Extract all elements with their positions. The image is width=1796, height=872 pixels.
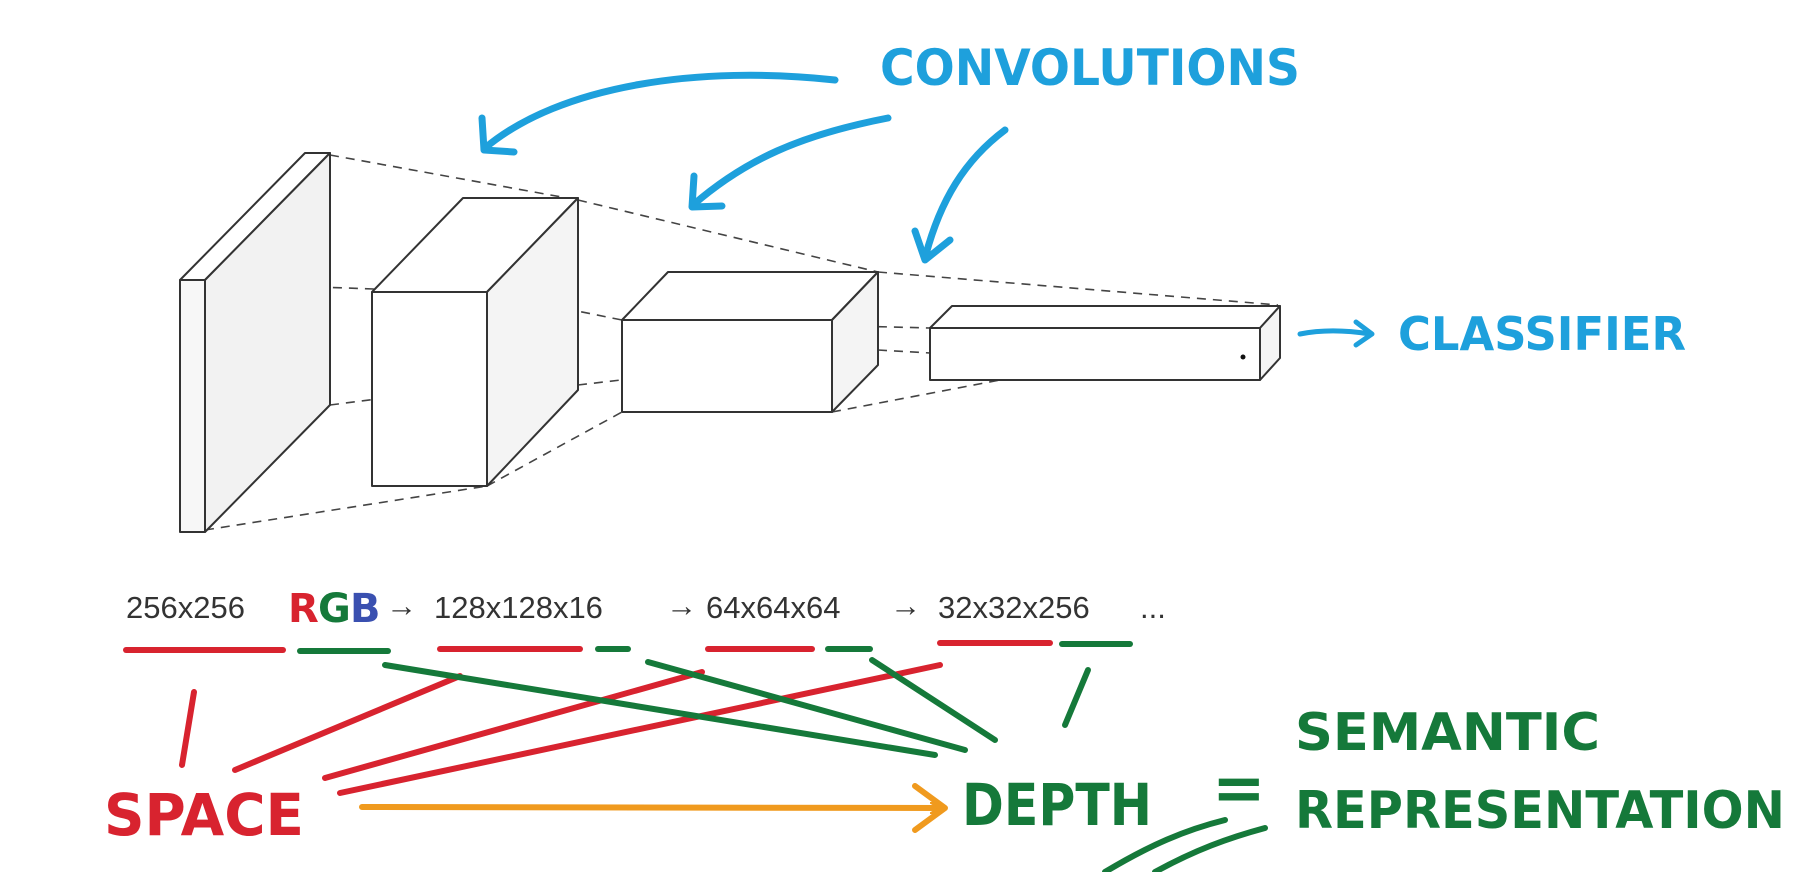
depth-line-input [382,662,938,758]
double-underline [1102,817,1268,872]
space-to-depth-arrow-head [912,783,948,833]
space-tick [179,689,197,768]
dash-2-top [577,199,879,273]
dim-input-size: 256x256 [126,590,245,625]
dim-ellipsis: ... [1140,590,1166,625]
layer2-side-face [831,271,879,413]
depth-underlines [297,641,1133,654]
representation-label: REPRESENTATION [1295,781,1785,841]
conv-arrow-1-head [478,114,518,156]
conv-arrow-2-head [688,172,726,211]
conv-arrow-3 [921,126,1009,262]
rgb-g: G [318,586,351,632]
dash-3-top [877,271,1279,306]
depth-label: DEPTH [962,771,1152,839]
dim-arrow-3: → [890,588,921,623]
dash-1-top [329,154,579,201]
classifier-label: CLASSIFIER [1398,307,1686,361]
space-label: SPACE [104,781,304,849]
conv-arrow-2 [689,114,892,209]
dimensions-row: 256x256 R G B → 128x128x16 → 64x64x64 → … [126,586,1166,632]
layer2-front-face [621,319,833,413]
input-side-face [204,152,331,533]
layer1-block [371,197,579,487]
space-line-3 [337,662,943,796]
space-underlines [123,640,1053,653]
rgb-r: R [288,586,319,632]
dim-arrow-1: → [386,588,417,623]
depth-tick [1062,667,1091,728]
layer1-front-face [371,291,488,487]
layer3-block [929,305,1281,381]
dash-1-bot [204,485,488,531]
layer2-block [621,271,879,413]
rgb-b: B [350,586,381,632]
dim-layer1: 128x128x16 [434,590,603,625]
classifier-arrow [1297,319,1375,348]
space-to-depth-arrow [359,807,943,808]
input-front-face [179,279,206,533]
layer1-side-face [486,197,579,487]
dim-layer3: 32x32x256 [938,590,1090,625]
depth-connectors [382,657,1091,758]
equals-sign: = [1212,752,1266,826]
semantic-label: SEMANTIC [1295,703,1600,763]
conv-arrow-1 [481,71,839,152]
space-line-1 [232,673,463,773]
classifier-arrow-line [1297,328,1373,337]
convolutions-label: CONVOLUTIONS [880,39,1300,97]
classifier-arrow-head [1353,319,1375,348]
layer3-dot [1240,354,1246,360]
conv-arrow-3-head [911,227,954,264]
dim-layer2: 64x64x64 [706,590,840,625]
depth-line-l2 [869,657,998,743]
dash-2-bot [486,411,623,487]
layer3-top-face [929,305,1281,329]
layer3-side-face [1259,305,1281,381]
double-underline-1 [1102,817,1228,872]
convolution-arrows [478,71,1009,264]
dash-3-bot [831,379,1001,413]
space-connectors [179,662,943,796]
input-layer-block [179,152,331,533]
depth-line-l1 [645,659,968,753]
layer3-front-face [929,327,1261,381]
space-line-2 [322,669,705,781]
dim-arrow-2: → [666,588,697,623]
double-underline-2 [1152,825,1268,872]
